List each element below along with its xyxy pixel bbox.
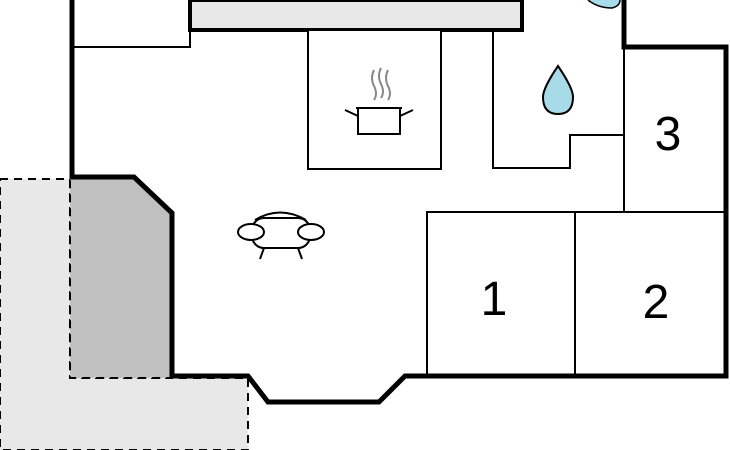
exterior-wall	[69, 0, 729, 405]
bathroom-room	[492, 30, 624, 169]
cooking-pot-icon	[344, 67, 414, 135]
top-storage-block	[188, 0, 524, 32]
shower-tray	[587, 0, 621, 9]
room-label-2: 2	[643, 276, 670, 329]
room-label-3: 3	[655, 108, 682, 161]
covered-terrace	[69, 176, 173, 379]
sofa-icon	[237, 211, 325, 260]
room-label-1: 1	[481, 273, 508, 326]
water-drop-icon	[541, 64, 575, 116]
top-left-room	[71, 0, 191, 48]
bedroom-1-room	[426, 211, 726, 376]
